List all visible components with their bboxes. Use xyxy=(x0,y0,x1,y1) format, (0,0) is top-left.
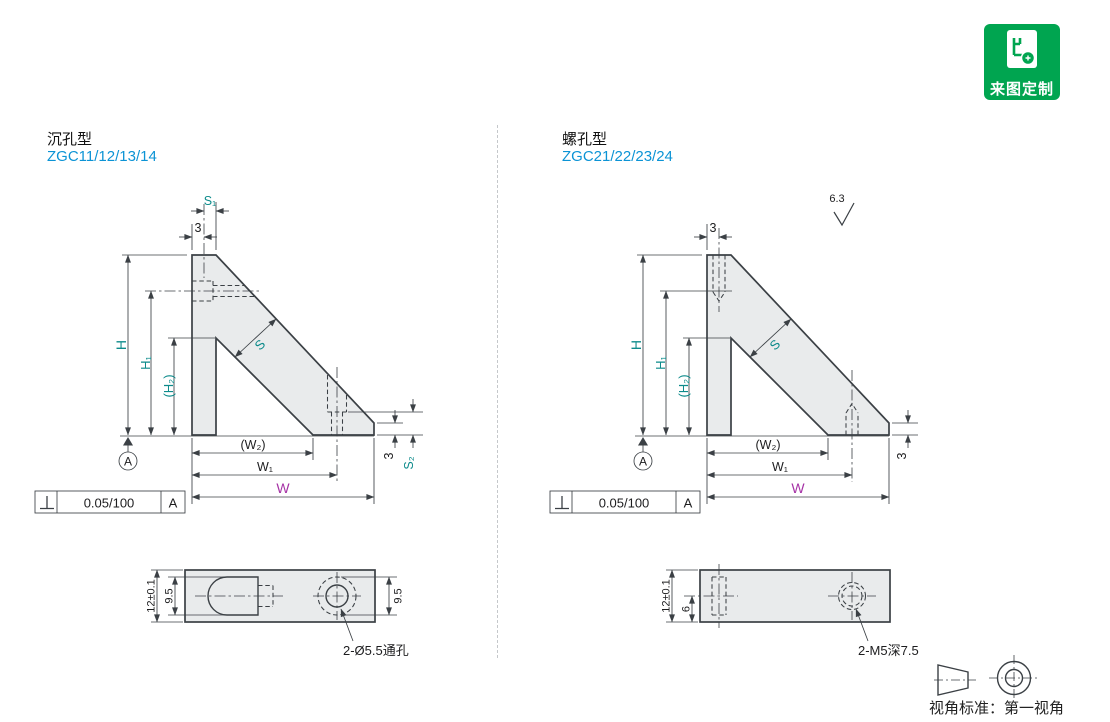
panel-divider xyxy=(497,125,498,658)
right-models-label: ZGC21/22/23/24 xyxy=(562,148,673,165)
dim-w2-label: (W₂) xyxy=(756,438,781,452)
custom-drawing-badge[interactable]: 来图定制 xyxy=(984,24,1060,100)
dim-3-top-label: 3 xyxy=(195,221,202,235)
dim-w1-label: W₁ xyxy=(772,460,788,474)
tolerance-datum: A xyxy=(169,496,178,511)
thickness-label: 12±0.1 xyxy=(146,579,158,613)
dim-w-label: W xyxy=(791,480,805,496)
tolerance-frame: 0.05/100 A xyxy=(34,490,186,514)
tolerance-value: 0.05/100 xyxy=(84,496,135,511)
first-angle-cone-icon xyxy=(934,664,976,696)
right-type-title: 螺孔型 xyxy=(562,131,608,148)
left-type-title: 沉孔型 xyxy=(47,131,93,148)
datum-symbol: A xyxy=(633,437,653,471)
dim-s1-label: S₁ xyxy=(204,194,217,208)
dim-s2-label: S₂ xyxy=(402,456,416,469)
dim-h2-label: (H₂) xyxy=(676,374,691,397)
hole-note: 2-M5深7.5 xyxy=(858,643,919,658)
bracket-profile xyxy=(191,254,375,436)
surface-finish-value: 6.3 xyxy=(829,193,844,205)
tolerance-frame: 0.05/100 A xyxy=(549,490,701,514)
tapped-hole-major xyxy=(837,581,867,611)
perpendicularity-icon xyxy=(40,496,54,510)
hidden-hole-lines xyxy=(712,255,859,435)
extension-lines xyxy=(635,224,918,504)
cb-dia-left-label: 9.5 xyxy=(164,588,176,603)
bottom-view: 12±0.1 9.5 9.5 2-Ø5.5通孔 xyxy=(146,569,409,658)
dim-w2-label: (W₂) xyxy=(241,438,266,452)
tolerance-datum: A xyxy=(684,496,693,511)
right-drawing: 6.3 3 H H₁ (H₂) S (W₂) xyxy=(549,193,919,658)
bottom-view: 12±0.1 6 2-M5深7.5 xyxy=(661,564,919,658)
dim-h-label: H xyxy=(113,340,129,350)
dim-h2-label: (H₂) xyxy=(161,374,176,397)
dim-3-right-label: 3 xyxy=(382,452,396,459)
dim-3-top-label: 3 xyxy=(710,221,717,235)
perpendicularity-icon xyxy=(555,496,569,510)
cb-dia-right-label: 9.5 xyxy=(393,588,405,603)
thickness-label: 12±0.1 xyxy=(661,579,673,613)
centerlines xyxy=(145,204,338,482)
centerlines xyxy=(718,228,853,482)
surface-finish-symbol: 6.3 xyxy=(829,193,855,227)
leader-line xyxy=(340,608,354,642)
dim-h1-label: H₁ xyxy=(653,356,668,370)
badge-label: 来图定制 xyxy=(989,81,1054,98)
left-models-label: ZGC11/12/13/14 xyxy=(47,148,157,165)
left-drawing: 3 S₁ H H₁ (H₂) S (W₂) W₁ W 3 S₂ A 0.05/1… xyxy=(34,194,423,658)
datum-letter: A xyxy=(124,455,132,469)
datum-symbol: A xyxy=(118,437,138,471)
dim-w-label: W xyxy=(276,480,290,496)
first-angle-circles-icon xyxy=(989,655,1039,701)
tolerance-value: 0.05/100 xyxy=(599,496,650,511)
hole-note: 2-Ø5.5通孔 xyxy=(343,643,409,658)
dimension-lines xyxy=(640,234,911,500)
leader-line xyxy=(855,608,869,642)
center-height-label: 6 xyxy=(681,606,693,612)
dim-h-label: H xyxy=(628,340,644,350)
datum-letter: A xyxy=(639,455,647,469)
dim-3-right-label: 3 xyxy=(895,452,909,459)
view-standard-note: 视角标准：第一视角 xyxy=(929,700,1065,717)
dimension-lines xyxy=(125,208,416,500)
bracket-profile xyxy=(706,254,890,436)
dim-h1-label: H₁ xyxy=(138,356,153,370)
custom-drawing-icon xyxy=(1007,30,1037,68)
dim-w1-label: W₁ xyxy=(257,460,273,474)
